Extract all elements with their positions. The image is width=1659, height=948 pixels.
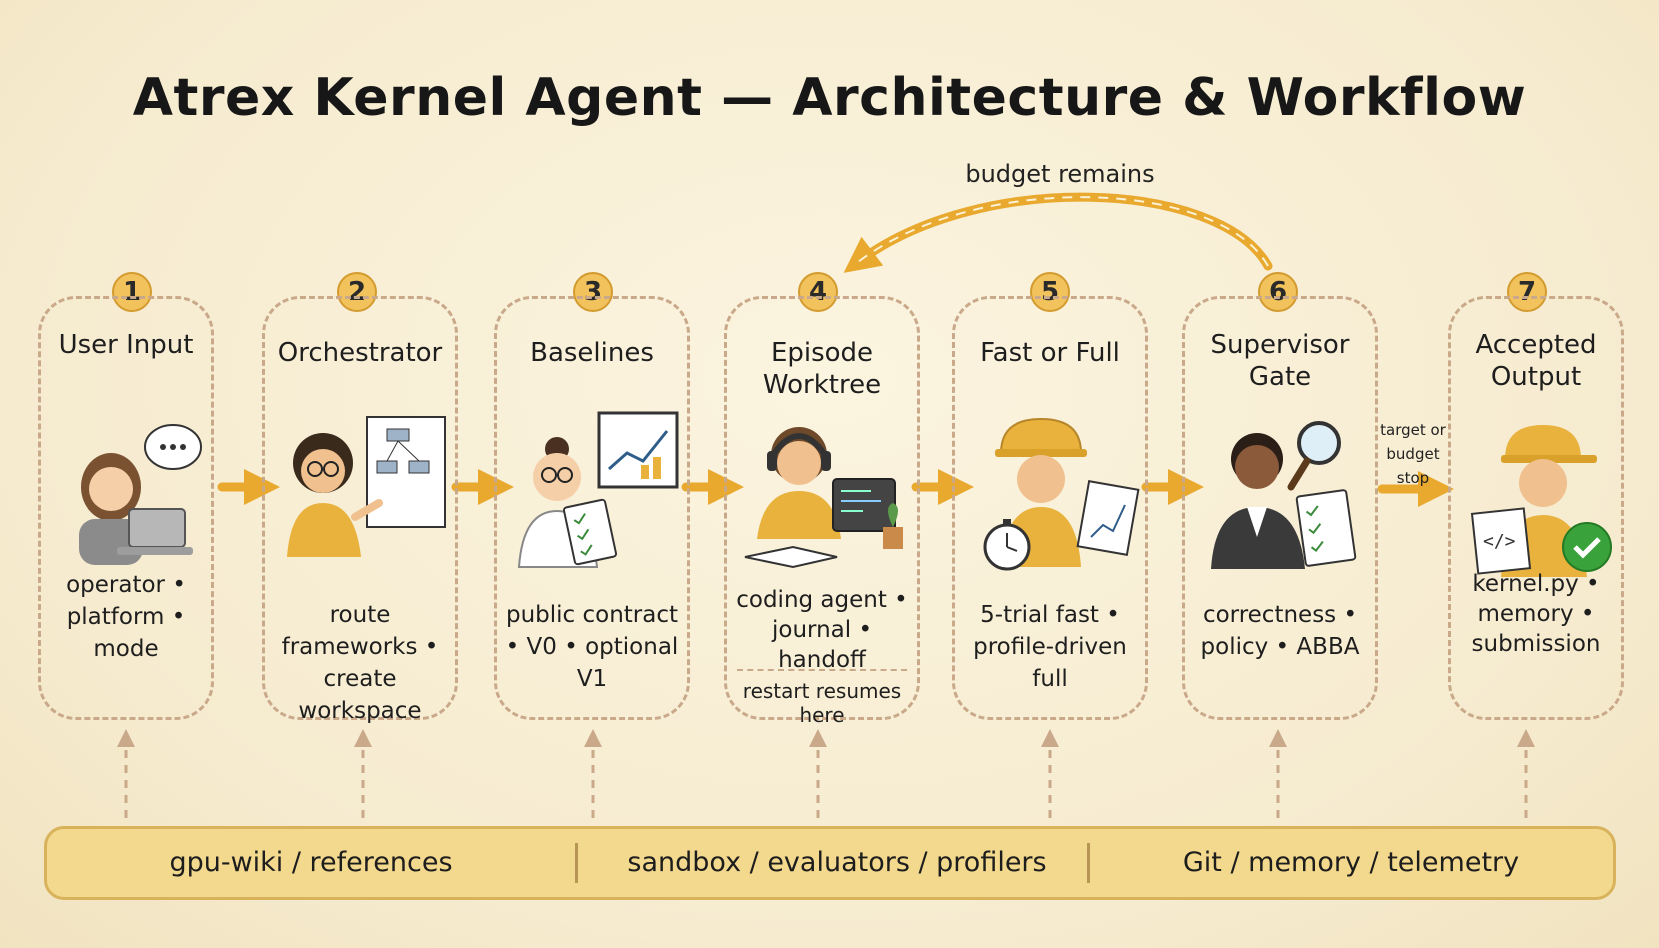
stage-description: route frameworks • create workspace	[281, 602, 439, 724]
stage-description: kernel.py • memory • submission	[1471, 571, 1601, 657]
svg-text:</>: </>	[1483, 531, 1516, 552]
stage-description: public contract • V0 • optional V1	[505, 602, 679, 692]
stage-episode-worktree: Episode Worktree coding agent • journal …	[724, 296, 920, 727]
stage-title: Episode Worktree	[762, 338, 882, 400]
diagram-title: Atrex Kernel Agent — Architecture & Work…	[132, 68, 1527, 128]
stage-user-input: User Input operator • platform • mode	[38, 296, 214, 720]
stage-number-badge: 4	[798, 272, 838, 312]
loop-label: budget remains	[965, 160, 1155, 188]
foundation-divider	[1087, 843, 1090, 883]
stage-orchestrator: Orchestrator route frameworks • create w…	[262, 296, 458, 724]
foundation-divider	[575, 843, 578, 883]
restart-note: restart resumes here	[737, 669, 907, 727]
stage-number-badge: 7	[1507, 272, 1547, 312]
support-arrow	[117, 729, 1535, 818]
foundation-bar: gpu-wiki / references sandbox / evaluato…	[44, 826, 1616, 900]
stage-description: correctness • policy • ABBA	[1200, 602, 1360, 660]
stage-title: User Input	[58, 330, 194, 360]
stage-baselines: Baselines public contract • V0 • optiona…	[494, 296, 690, 720]
code-check-icon: </>	[1461, 407, 1612, 587]
stage-description: operator • platform • mode	[66, 572, 186, 662]
stage-fast-or-full: Fast or Full 5-trial fast • profile-driv…	[952, 296, 1148, 720]
stage-accepted-output: Accepted Output </> kernel.py • memory •…	[1448, 296, 1624, 720]
magnifier-checklist-icon	[1195, 407, 1365, 587]
stage-number-badge: 5	[1030, 272, 1070, 312]
stage-title: Fast or Full	[980, 338, 1120, 368]
stop-condition-label: target or budget stop	[1380, 421, 1446, 487]
stage-number-badge: 2	[337, 272, 377, 312]
flowchart-icon	[275, 407, 446, 587]
stage-number-badge: 1	[112, 272, 152, 312]
stage-title: Orchestrator	[277, 338, 443, 368]
stage-number-badge: 6	[1258, 272, 1298, 312]
stage-title: Supervisor Gate	[1210, 330, 1350, 392]
foundation-segment-references: gpu-wiki / references	[169, 847, 453, 878]
user-laptop-icon	[51, 407, 202, 587]
loop-arrow	[843, 192, 1273, 273]
stage-description: 5-trial fast • profile-driven full	[973, 602, 1127, 692]
stage-description: coding agent • journal • handoff	[736, 587, 908, 673]
stage-supervisor-gate: Supervisor Gate correctness • policy • A…	[1182, 296, 1378, 720]
flow-arrow	[217, 469, 1454, 507]
scientist-chart-icon	[507, 407, 679, 587]
stage-number-badge: 3	[573, 272, 613, 312]
coder-laptop-icon	[737, 407, 907, 587]
stage-title: Baselines	[530, 338, 654, 368]
foundation-segment-git: Git / memory / telemetry	[1182, 847, 1520, 878]
stage-title: Accepted Output	[1475, 330, 1597, 392]
stopwatch-icon	[965, 407, 1140, 587]
foundation-segment-sandbox: sandbox / evaluators / profilers	[627, 847, 1047, 878]
